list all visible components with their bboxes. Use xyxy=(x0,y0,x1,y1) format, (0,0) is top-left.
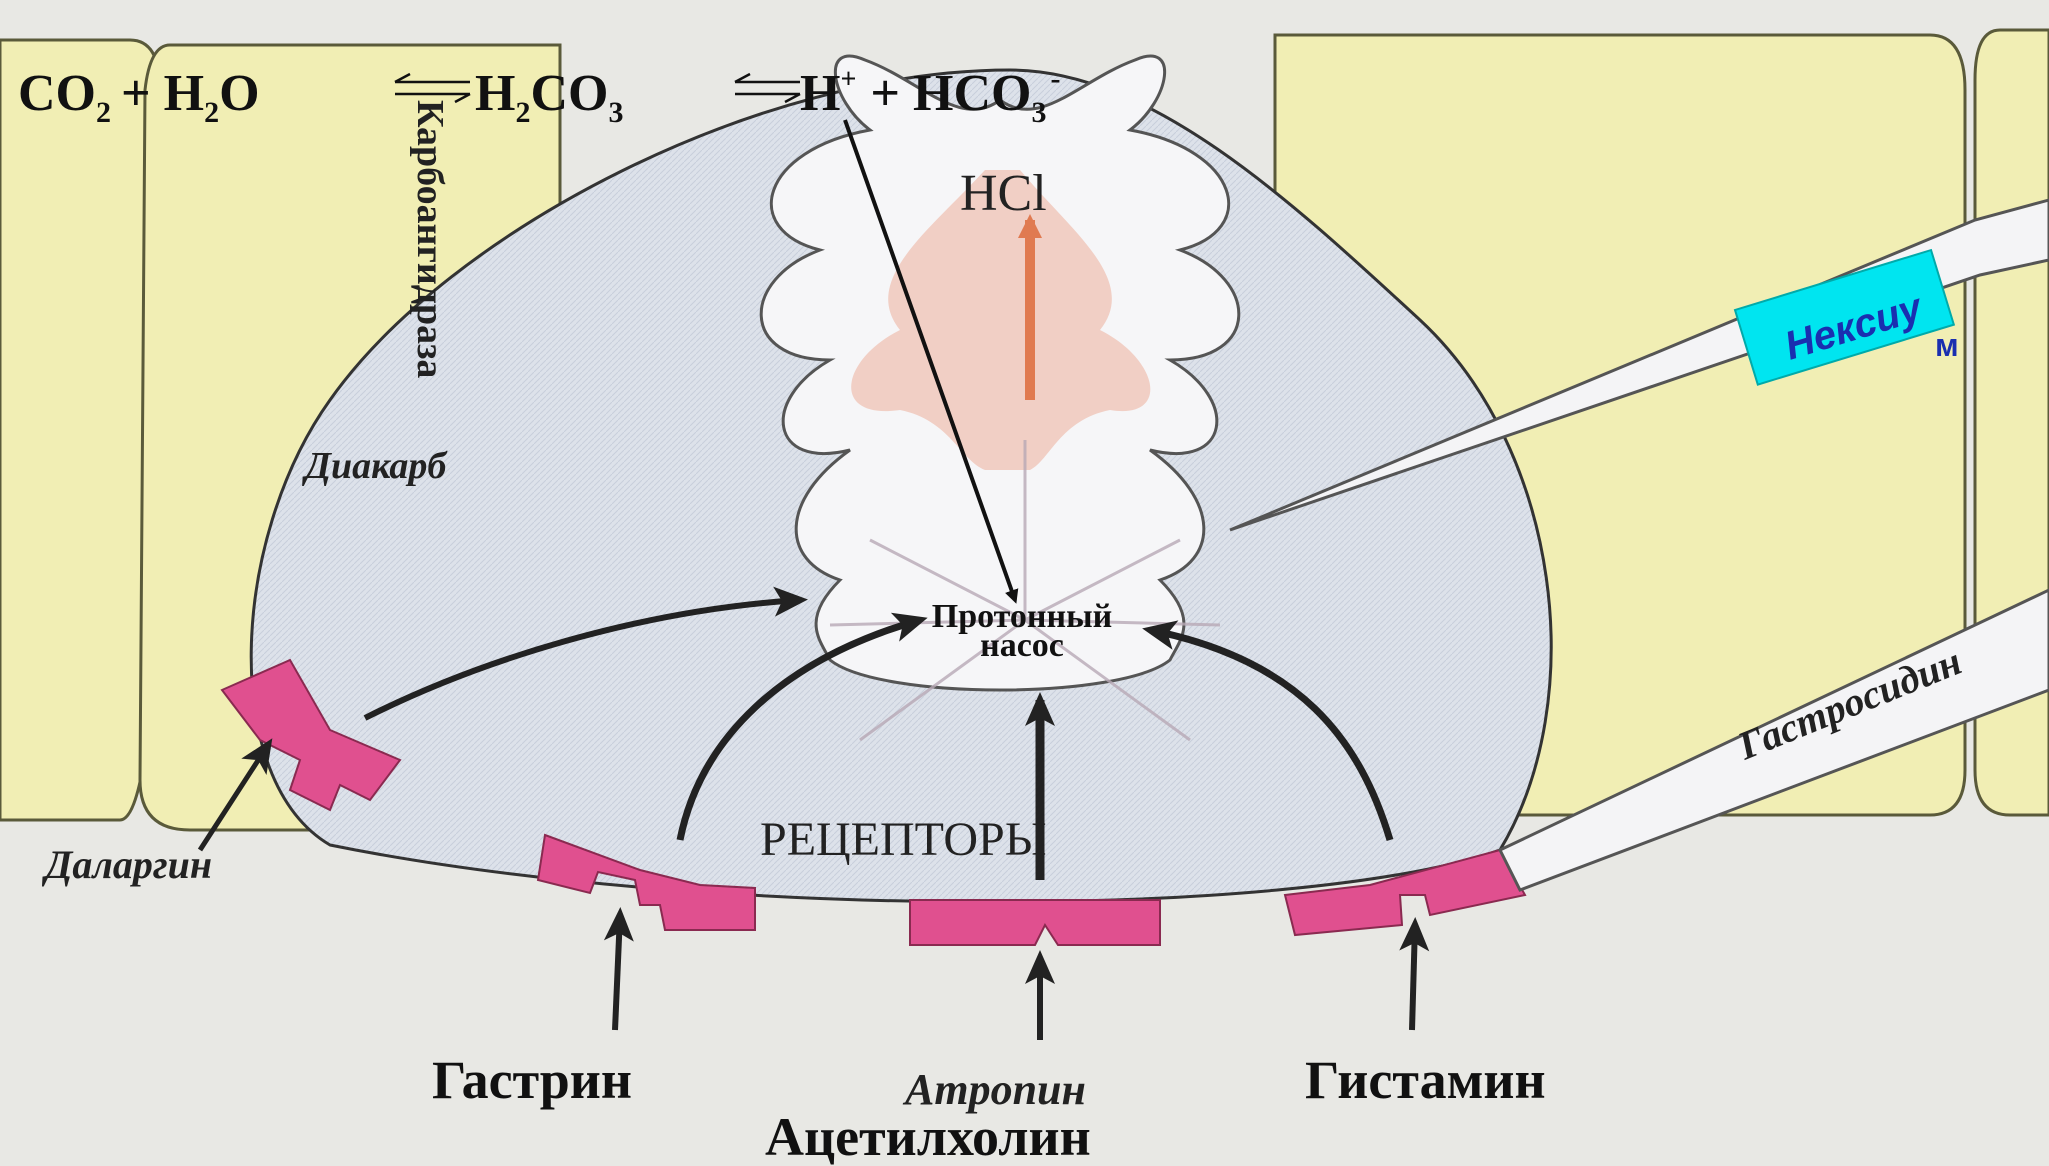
carbonic-acid-text: H2CO3 xyxy=(475,65,623,129)
histamine-arrow xyxy=(1412,925,1415,1030)
co2-text: CO xyxy=(18,65,96,122)
o-text: O xyxy=(219,65,259,122)
diakarb-label: Диакарб xyxy=(302,445,448,487)
carbonic-anhydrase-label: Карбоангидраза xyxy=(409,100,451,378)
acetylcholine-receptor xyxy=(910,900,1160,945)
proton-pump-label-2: насос xyxy=(980,627,1064,664)
co2-subscript: 2 xyxy=(96,96,111,129)
proton-bicarbonate-text: H++ HCO3- xyxy=(800,62,1061,129)
histamine-label: Гистамин xyxy=(1305,1050,1546,1110)
h2o-subscript: 2 xyxy=(204,96,219,129)
plus-h-text: + H xyxy=(121,65,204,122)
nexium-label-suffix: м xyxy=(1935,327,1959,363)
carbonic-acid-equation: CO2+ H2O xyxy=(18,65,260,129)
acetylcholine-label: Ацетилхолин xyxy=(765,1107,1091,1166)
dalargin-label: Даларгин xyxy=(41,842,212,887)
receptors-label: РЕЦЕПТОРЫ xyxy=(760,813,1047,866)
left-neighbor-cell xyxy=(0,40,160,820)
gastrin-label: Гастрин xyxy=(432,1050,632,1110)
hcl-label: HCl xyxy=(960,165,1047,222)
